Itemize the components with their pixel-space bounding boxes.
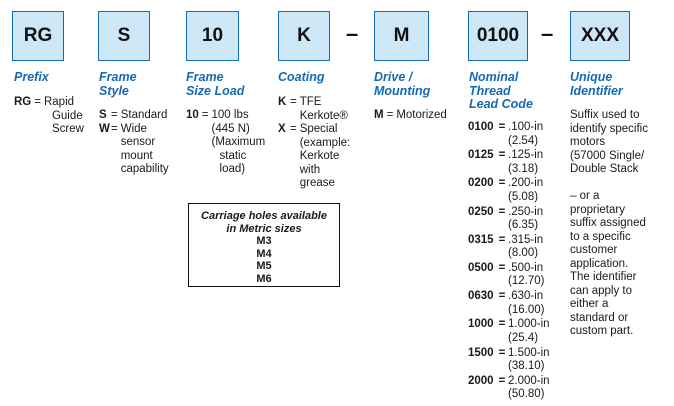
- lead-inch-value: .100-in: [508, 121, 544, 133]
- lead-mm-value: (2.54): [508, 134, 539, 147]
- lead-code-row: 0200 =.200-in(5.08): [468, 177, 550, 205]
- lead-code: 0200: [468, 177, 494, 190]
- coating-description: K = TFE Kerkote® X = Special (example: K…: [278, 96, 351, 189]
- frame-style-code-box: S: [98, 11, 150, 61]
- equals-sign: =: [498, 233, 506, 246]
- lead-code: 0630: [468, 290, 494, 303]
- description-line: suffix assigned: [570, 217, 646, 229]
- lead-code: 2000: [468, 374, 494, 387]
- coating-code-box: K: [278, 11, 330, 61]
- lead-inch-value: 1.000-in: [508, 318, 550, 331]
- prefix-description: RG = Rapid Guide Screw: [14, 96, 84, 135]
- lead-code-row: 1000 =1.000-in(25.4): [468, 318, 550, 346]
- description-line: The identifier: [570, 271, 637, 283]
- description-line: – or a: [570, 190, 600, 202]
- lead-code: 1000: [468, 318, 494, 331]
- equals-sign: =: [498, 177, 506, 190]
- lead-code: 0125: [468, 149, 494, 162]
- lead-code: 0100: [468, 121, 494, 133]
- frame-style-description: S = Standard W = Wide sensor mount capab…: [99, 109, 169, 175]
- lead-code: 0250: [468, 205, 494, 218]
- carriage-holes-note: Carriage holes available in Metric sizes…: [188, 203, 340, 287]
- equals-sign: =: [498, 318, 506, 331]
- description-line: customer: [570, 244, 618, 256]
- unique-identifier-code-box: XXX: [570, 11, 630, 61]
- lead-mm-value: (5.08): [508, 190, 539, 203]
- description-line: custom part.: [570, 325, 634, 337]
- equals-sign: =: [498, 346, 506, 359]
- lead-code-list: 0100=.100-in(2.54)0125=.125-in(3.18)0200…: [468, 121, 550, 403]
- lead-inch-value: .250-in: [508, 205, 544, 218]
- equals-sign: =: [498, 374, 506, 387]
- description-line: application.: [570, 257, 629, 270]
- prefix-title: Prefix: [14, 70, 49, 84]
- lead-code-row: 0125 =.125-in(3.18): [468, 149, 550, 177]
- equals-sign: =: [498, 121, 506, 133]
- description-line: either a: [570, 298, 609, 310]
- lead-code-row: 0100 =.100-in(2.54): [468, 121, 550, 149]
- lead-code-row: 2000 =2.000-in(50.80): [468, 375, 550, 403]
- description-line: Double Stack: [570, 163, 639, 175]
- lead-code-row: 0315 =.315-in(8.00): [468, 234, 550, 262]
- frame-size-load-code-box: 10: [186, 11, 239, 61]
- description-line: can apply to: [570, 284, 633, 297]
- lead-code: 1500: [468, 346, 494, 359]
- lead-inch-value: .500-in: [508, 261, 544, 274]
- description-line: to a specific: [570, 230, 631, 243]
- lead-mm-value: (50.80): [508, 388, 545, 401]
- lead-mm-value: (6.35): [508, 219, 539, 232]
- lead-inch-value: .200-in: [508, 177, 544, 190]
- separator-dash: –: [346, 21, 359, 46]
- equals-sign: =: [498, 261, 506, 274]
- equals-sign: =: [498, 149, 506, 162]
- description-line: [570, 177, 648, 191]
- description-line: standard or: [570, 311, 629, 324]
- coating-title: Coating: [278, 70, 325, 84]
- lead-code-row: 0630 =.630-in(16.00): [468, 290, 550, 318]
- lead-mm-value: (8.00): [508, 247, 539, 260]
- separator-dash: –: [541, 21, 554, 46]
- lead-mm-value: (16.00): [508, 303, 545, 316]
- prefix-code-box: RG: [12, 11, 64, 61]
- lead-inch-value: 1.500-in: [508, 346, 550, 359]
- lead-inch-value: .630-in: [508, 290, 544, 303]
- drive-mounting-description: M = Motorized: [374, 109, 447, 121]
- equals-sign: =: [498, 205, 506, 218]
- lead-code-box: 0100: [468, 11, 528, 61]
- lead-code-row: 1500 =1.500-in(38.10): [468, 347, 550, 375]
- lead-mm-value: (25.4): [508, 331, 539, 344]
- lead-code-row: 0250 =.250-in(6.35): [468, 206, 550, 234]
- lead-inch-value: 2.000-in: [508, 374, 550, 387]
- description-line: (57000 Single/: [570, 149, 645, 162]
- description-line: motors: [570, 136, 606, 148]
- lead-mm-value: (12.70): [508, 275, 545, 288]
- drive-mounting-title: Drive /Mounting: [374, 70, 431, 98]
- drive-mounting-code-box: M: [374, 11, 429, 61]
- frame-size-load-description: 10 = 100 lbs (445 N) (Maximum static loa…: [186, 109, 266, 175]
- lead-code: 0315: [468, 233, 494, 246]
- lead-inch-value: .125-in: [508, 149, 544, 162]
- equals-sign: =: [498, 290, 506, 303]
- lead-mm-value: (3.18): [508, 162, 539, 175]
- lead-mm-value: (38.10): [508, 360, 545, 372]
- description-line: Suffix used to: [570, 109, 640, 121]
- lead-inch-value: .315-in: [508, 233, 544, 246]
- description-line: proprietary: [570, 203, 625, 216]
- description-line: identify specific: [570, 122, 648, 135]
- lead-code-row: 0500 =.500-in(12.70): [468, 262, 550, 290]
- lead-code: 0500: [468, 261, 494, 274]
